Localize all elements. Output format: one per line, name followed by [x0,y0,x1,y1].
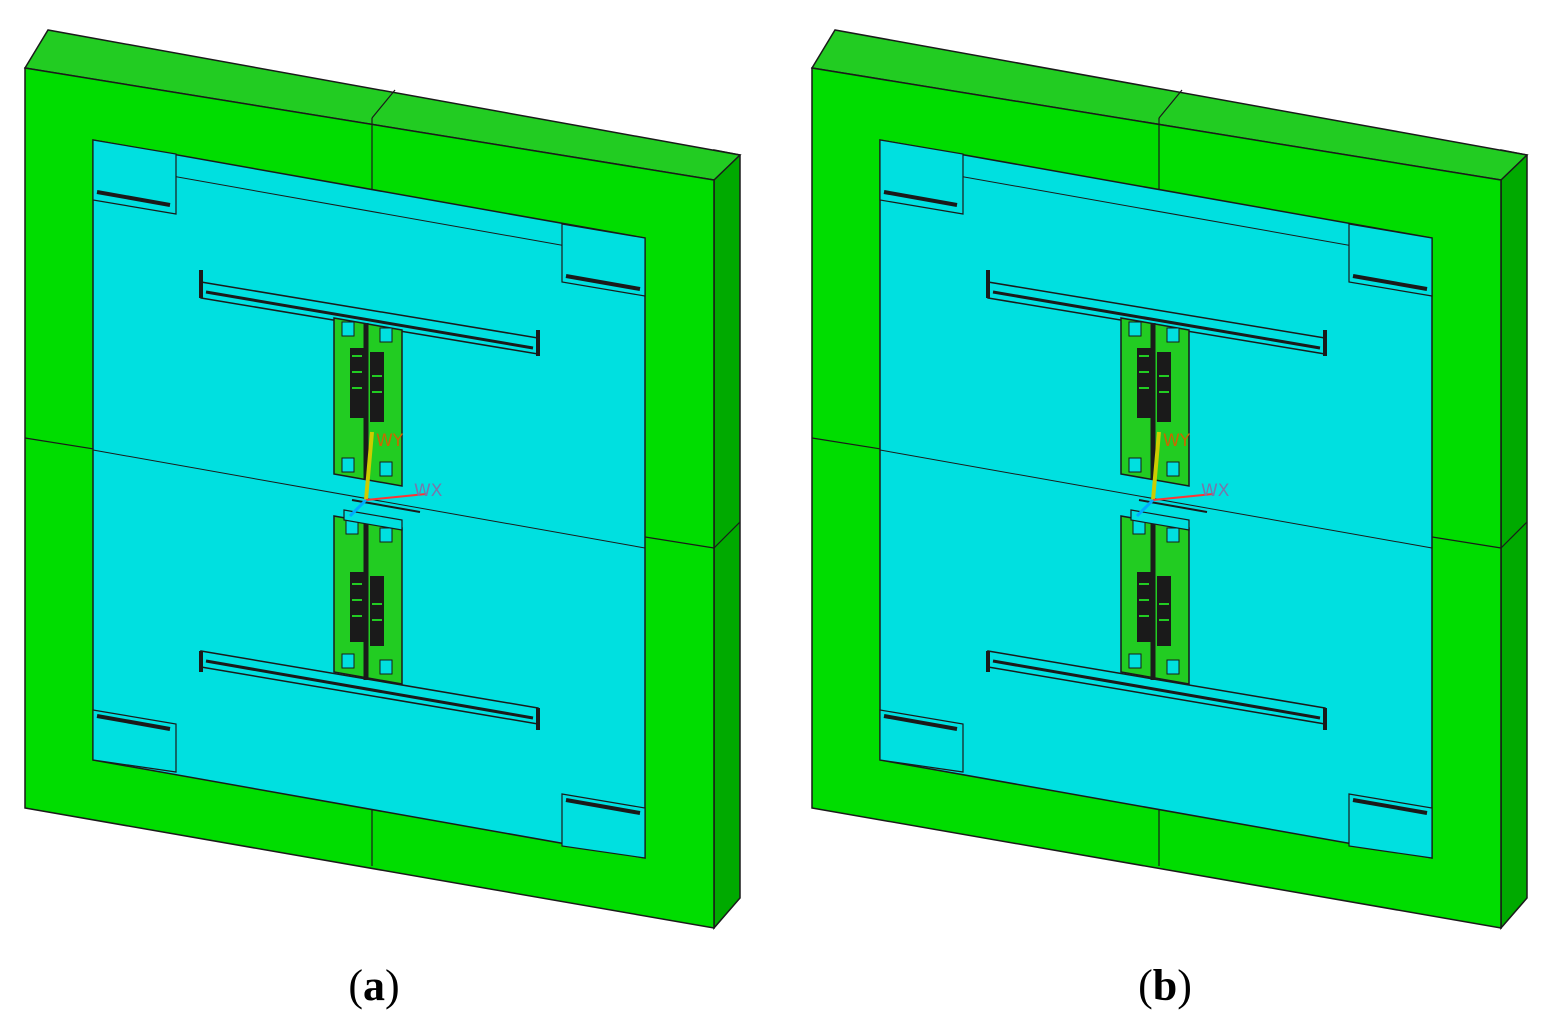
axis-label-y: WY [1163,431,1191,451]
caption-letter-a: a [363,961,385,1010]
coordinate-triad-icon: WY WX [348,431,443,518]
panel-caption-b: (b) [1138,961,1192,1010]
caption-letter-b: b [1153,961,1177,1010]
antenna-model-a [25,30,740,928]
panel-b: WY WX (b) [812,30,1527,1010]
axis-label-x: WX [414,481,443,501]
axis-label-y: WY [376,431,404,451]
panel-a: WY WX (a) [25,30,740,1010]
antenna-model-b [812,30,1527,928]
axis-label-x: WX [1201,481,1230,501]
coordinate-triad-icon: WY WX [1135,431,1230,518]
panel-caption-a: (a) [348,961,399,1010]
